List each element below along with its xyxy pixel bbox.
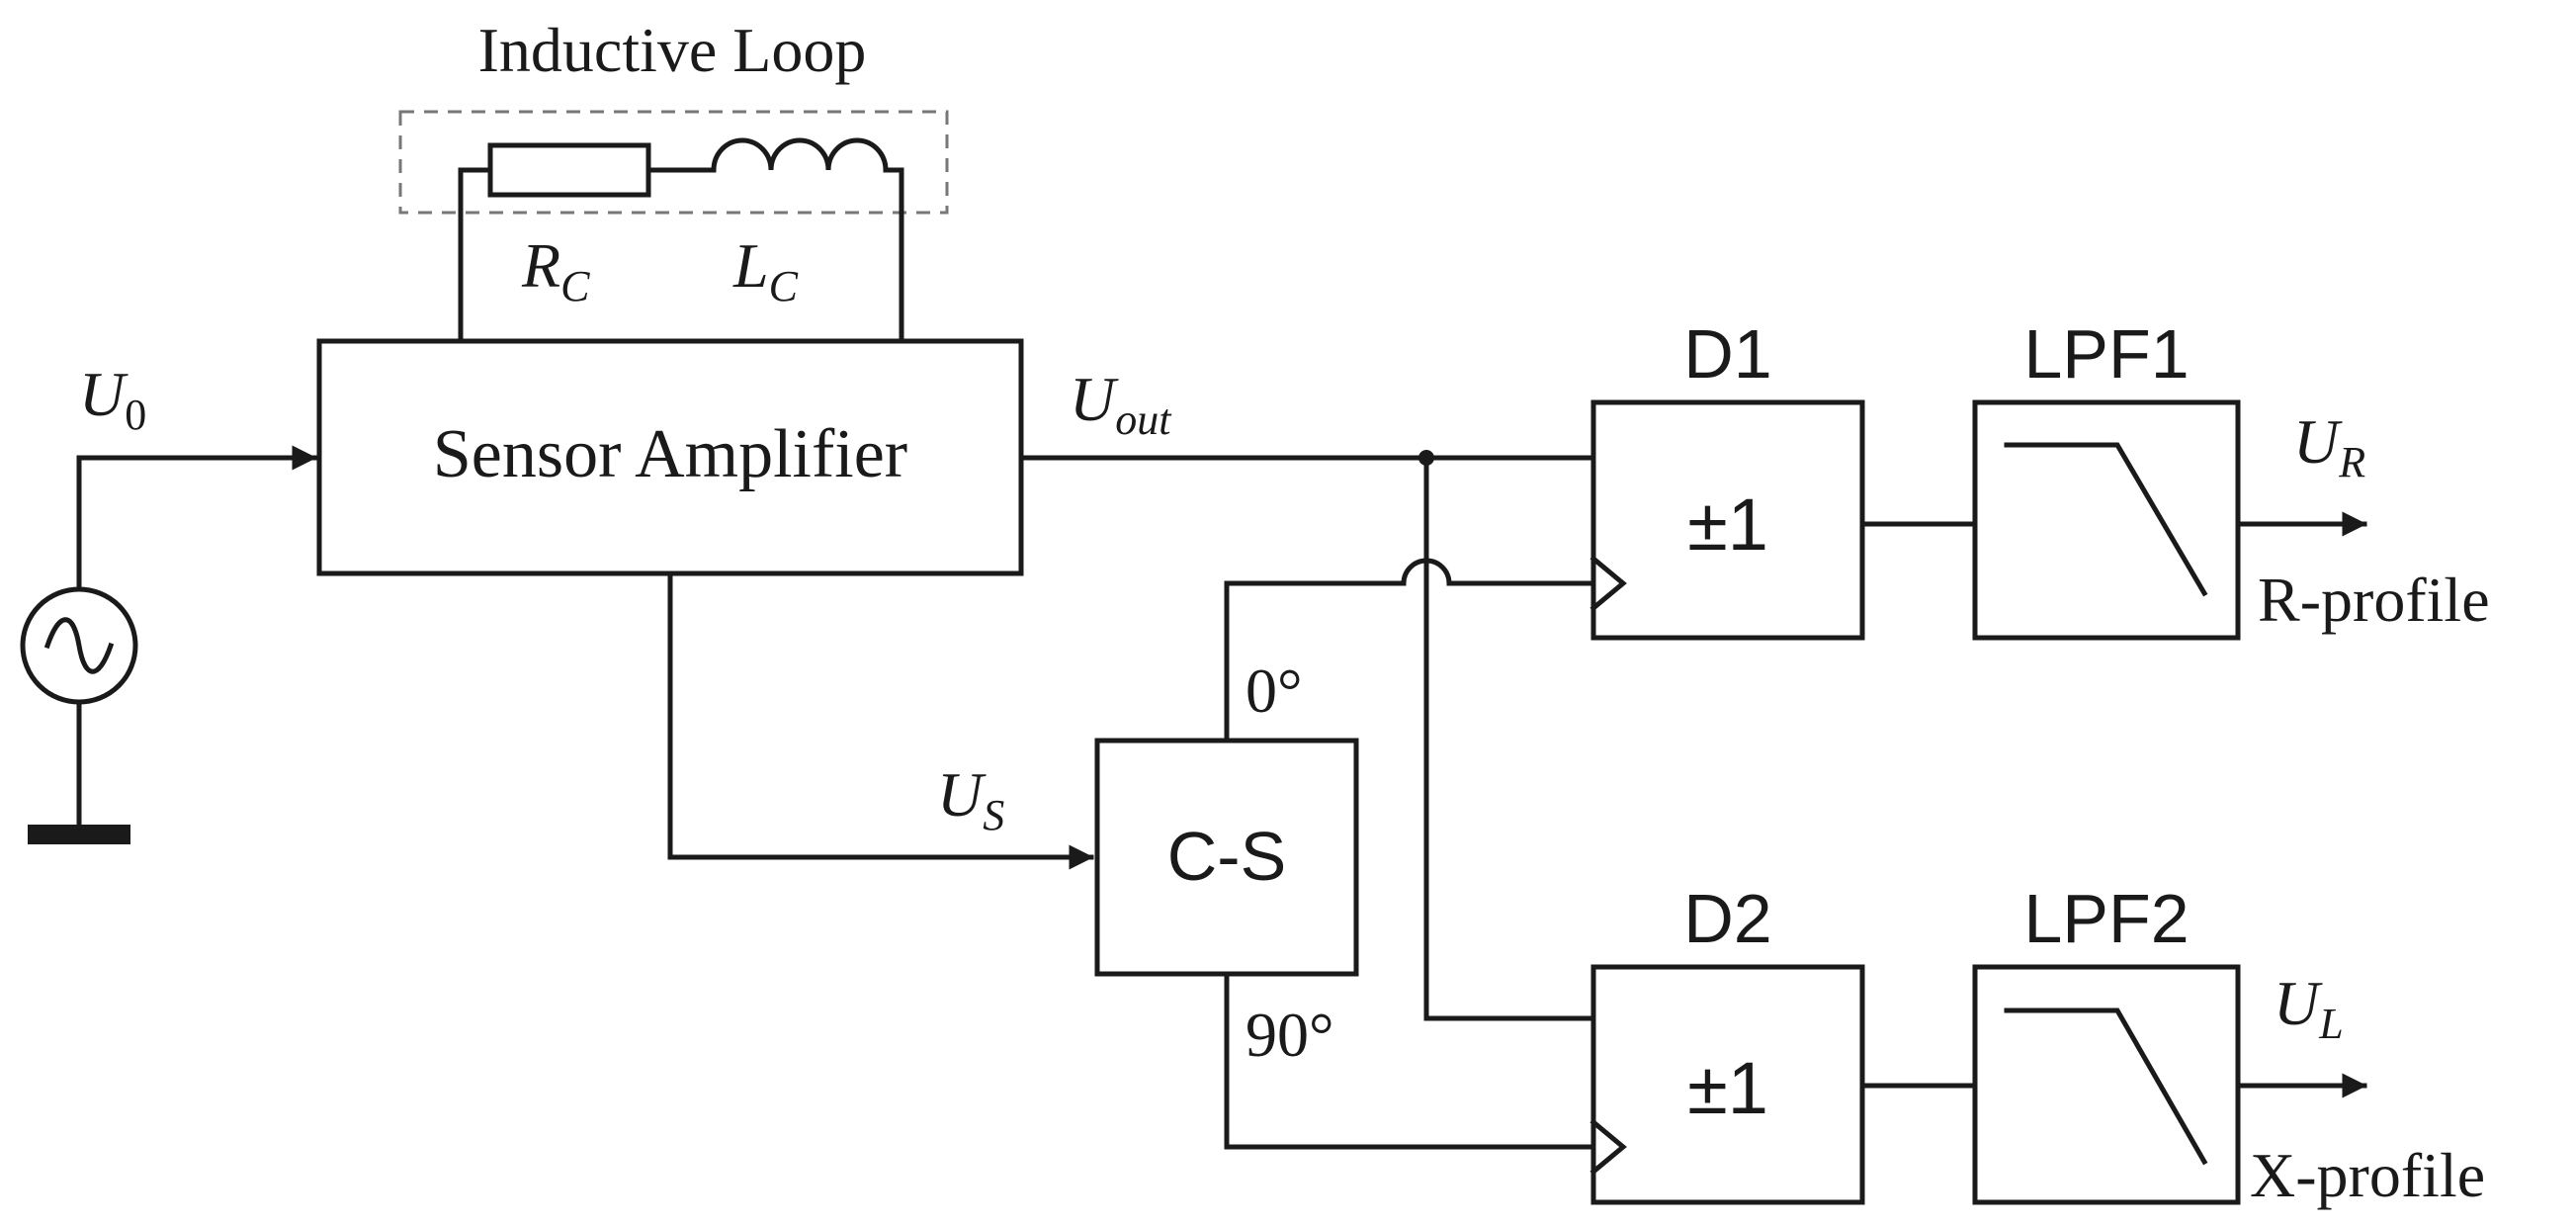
inductive-loop-boundary [398,110,949,215]
ac-source-sine-icon [43,617,115,674]
resistor-label: RC [521,230,590,310]
uout-to-d2-wire[interactable] [1423,455,1596,1021]
lpf1-block[interactable] [1972,399,2241,641]
d2-name: D2 [1683,880,1771,957]
d1-clock-icon [1589,555,1627,612]
sensor-amplifier-label: Sensor Amplifier [433,416,907,492]
cs-label: C-S [1167,818,1287,895]
ur-label: UR [2293,406,2365,486]
r-profile-label: R-profile [2258,565,2490,635]
cs-0deg-wire[interactable] [1224,558,1596,744]
cs-90deg-label: 90° [1245,1000,1334,1070]
d1-symbol: ±1 [1687,483,1768,566]
x-profile-label: X-profile [2250,1140,2485,1210]
d2-block[interactable] [1590,964,1865,1205]
cs-block[interactable] [1094,738,1359,977]
lpf2-response-icon [2004,1008,2208,1166]
inductive-loop-title: Inductive Loop [478,15,867,85]
d2-clock-icon [1589,1118,1627,1176]
cs-90deg-wire[interactable] [1224,971,1596,1150]
lpf2-name: LPF2 [2023,880,2189,957]
inductor-label: LC [732,230,799,310]
uout-label: Uout [1070,364,1172,444]
d2-symbol: ±1 [1687,1047,1768,1129]
loop-left-wire [458,167,493,344]
ground-icon [28,825,130,844]
us-wire[interactable] [667,570,1094,870]
ul-label: UL [2274,968,2344,1048]
us-label: US [937,759,1004,839]
cs-0deg-label: 0° [1245,656,1303,726]
resistor-rc [487,142,651,198]
inductor-lc [645,137,904,173]
lpf1-name: LPF1 [2023,315,2189,393]
d1-name: D1 [1683,315,1771,393]
source-label: U0 [79,359,146,439]
source-to-amp-wire[interactable] [76,445,317,592]
lpf2-block[interactable] [1972,964,2241,1205]
lpf1-response-icon [2004,442,2208,597]
d1-block[interactable] [1590,399,1865,641]
